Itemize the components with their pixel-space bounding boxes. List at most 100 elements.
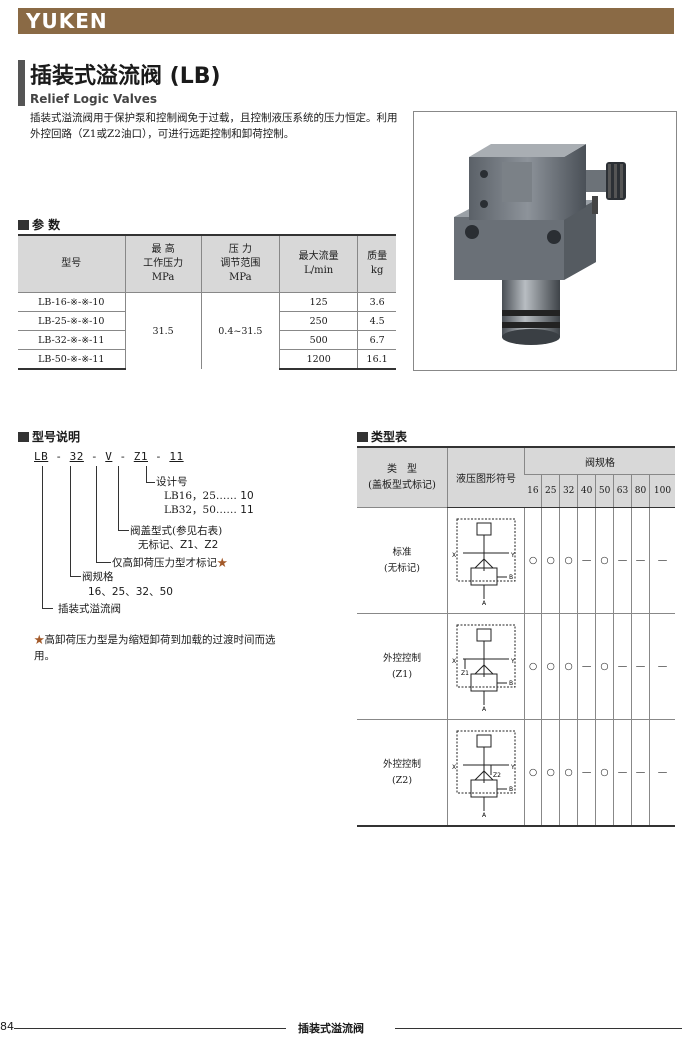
mark: — — [648, 613, 675, 720]
title-marker — [18, 60, 25, 106]
code-part: V — [105, 450, 113, 463]
header-bar — [18, 8, 674, 34]
mass-cell: 3.6 — [357, 292, 396, 312]
code-connector — [42, 466, 53, 609]
section-marker-icon — [18, 432, 29, 442]
mark: — — [631, 613, 650, 720]
mass-cell: 16.1 — [357, 349, 396, 370]
mark: ○ — [559, 507, 578, 614]
code-connector — [118, 466, 129, 531]
types-heading: 类型表 — [357, 428, 407, 445]
size-values: 16、25、32、50 — [88, 586, 173, 598]
mark: ○ — [523, 719, 542, 827]
mark: ○ — [541, 507, 560, 614]
design-no-line: LB32，50…… 11 — [164, 504, 254, 516]
svg-text:B: B — [509, 786, 513, 793]
size-header: 16 — [524, 474, 542, 508]
svg-text:A: A — [482, 600, 487, 605]
mark: ○ — [595, 613, 614, 720]
code-connector — [70, 466, 81, 577]
mark: — — [613, 507, 632, 614]
flow-cell: 1200 — [279, 349, 358, 370]
code-part: - — [119, 450, 127, 463]
params-header: 最大流量 L/min — [279, 234, 358, 293]
types-table: 类 型 (盖板型式标记) 液压图形符号 阀规格 16 25 32 40 50 6… — [357, 446, 675, 827]
params-header: 质量 kg — [357, 234, 396, 293]
code-part: - — [55, 450, 63, 463]
code-part: 11 — [169, 450, 184, 463]
svg-text:X: X — [452, 764, 456, 771]
hydraulic-symbol: X Z1 Y B A — [447, 613, 525, 720]
model-code: LB - 32 - V - Z1 - 11 — [34, 450, 184, 463]
size-header: 32 — [559, 474, 578, 508]
cover-type-values: 无标记、Z1、Z2 — [138, 539, 219, 551]
size-header: 25 — [541, 474, 560, 508]
model-cell: LB-32-※-※-11 — [18, 330, 126, 350]
svg-text:B: B — [509, 680, 513, 687]
mass-cell: 6.7 — [357, 330, 396, 350]
svg-text:Y: Y — [510, 658, 515, 665]
code-connector — [96, 466, 111, 563]
flow-cell: 500 — [279, 330, 358, 350]
table-row: LB-32-※-※-11 500 6.7 — [18, 330, 396, 350]
svg-text:B: B — [509, 574, 513, 581]
type-name: 外控控制 (Z1) — [357, 613, 448, 720]
mark: — — [648, 507, 675, 614]
type-name: 外控控制 (Z2) — [357, 719, 448, 827]
mark: ○ — [559, 613, 578, 720]
size-header: 80 — [631, 474, 650, 508]
table-row: 标准 (无标记) X Y B A — [357, 507, 675, 614]
description: 插装式溢流阀用于保护泵和控制阀免于过载，且控制液压系统的压力恒定。利用外控回路（… — [30, 112, 398, 140]
product-photo — [413, 111, 677, 371]
mark: ○ — [541, 613, 560, 720]
mark: — — [577, 507, 596, 614]
design-no-line: LB16，25…… 10 — [164, 490, 254, 502]
flow-cell: 250 — [279, 311, 358, 331]
code-part: - — [155, 450, 163, 463]
mark: ○ — [541, 719, 560, 827]
mark: — — [631, 719, 650, 827]
section-marker-icon — [18, 220, 29, 230]
mark: ○ — [559, 719, 578, 827]
table-row: LB-50-※-※-11 1200 16.1 — [18, 349, 396, 370]
mark: — — [577, 719, 596, 827]
mark: ○ — [523, 507, 542, 614]
mark: — — [577, 613, 596, 720]
size-header: 100 — [648, 474, 675, 508]
table-row: LB-16-※-※-10 31.5 0.4~31.5 125 3.6 — [18, 292, 396, 369]
size-header: 40 — [577, 474, 596, 508]
pressure-range-cell: 0.4~31.5 — [200, 292, 280, 369]
svg-text:X: X — [452, 552, 456, 559]
hydraulic-symbol: X Y B A — [447, 507, 525, 614]
mark: ○ — [595, 719, 614, 827]
size-header: 50 — [595, 474, 614, 508]
table-row: LB-25-※-※-10 250 4.5 — [18, 311, 396, 331]
star-icon: ★ — [34, 634, 45, 646]
params-header: 最 高 工作压力 MPa — [124, 234, 202, 293]
mark: — — [631, 507, 650, 614]
design-no-label: 设计号 — [156, 476, 188, 488]
size-header: 63 — [613, 474, 632, 508]
svg-text:Z1: Z1 — [461, 670, 469, 677]
brand-logo: YUKEN — [26, 9, 108, 33]
mark: — — [613, 613, 632, 720]
code-part: - — [91, 450, 99, 463]
params-header: 压 力 调节范围 MPa — [200, 234, 280, 293]
model-code-heading: 型号说明 — [18, 428, 80, 445]
model-cell: LB-25-※-※-10 — [18, 311, 126, 331]
footnote: ★高卸荷压力型是为缩短卸荷到加载的过渡时间而选用。 — [34, 634, 276, 662]
types-header-type: 类 型 (盖板型式标记) — [357, 446, 448, 508]
params-header: 型号 — [18, 234, 126, 293]
table-row: 外控控制 (Z1) X Z1 Y B — [357, 613, 675, 720]
size-label: 阀规格 — [82, 571, 114, 583]
max-pressure-cell: 31.5 — [124, 292, 202, 369]
code-part: Z1 — [133, 450, 148, 463]
type-name: 标准 (无标记) — [357, 507, 448, 614]
mark: — — [613, 719, 632, 827]
page-number: 84 — [0, 1020, 14, 1033]
svg-text:A: A — [482, 812, 487, 817]
cover-type-label: 阀盖型式(参见右表) — [130, 525, 223, 537]
hydraulic-symbol: X Z2 Y B A — [447, 719, 525, 827]
mark: ○ — [523, 613, 542, 720]
section-marker-icon — [357, 432, 368, 442]
